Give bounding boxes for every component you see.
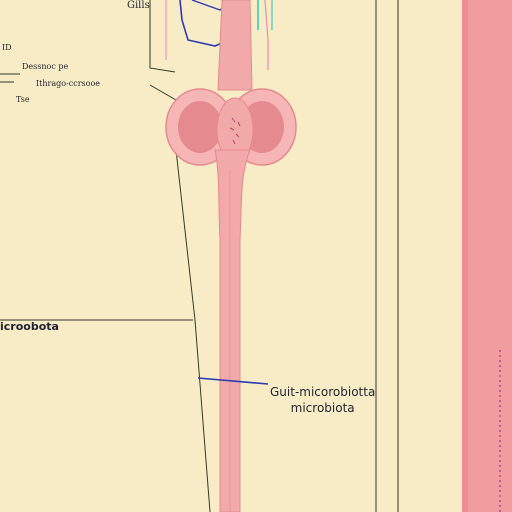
label-left-1: ID: [2, 43, 12, 52]
right-band-edge: [462, 0, 468, 512]
lower-tube: [214, 149, 251, 512]
label-left-4: Tse: [16, 95, 30, 104]
gut-microbiota-callout: Guit-micorobiotta microbiota: [270, 384, 375, 416]
label-top: Gills: [127, 0, 150, 11]
left-lobe-inner: [178, 101, 222, 153]
callout-line-2: microbiota: [290, 401, 355, 416]
upper-left-outline: [149, 0, 176, 73]
organ-marks: [229, 117, 241, 145]
callout-pointer: [197, 377, 269, 385]
label-left-3: Ithrago-ccrsooe: [36, 79, 101, 88]
label-left-2: Dessnoc pe: [22, 62, 69, 71]
callout-line-1: Guit-micorobiotta: [270, 385, 376, 399]
right-tissue-band: [462, 0, 512, 512]
upper-tube: [217, 0, 253, 91]
pink-vessel: [264, 0, 269, 70]
label-side: icroobota: [0, 320, 59, 333]
